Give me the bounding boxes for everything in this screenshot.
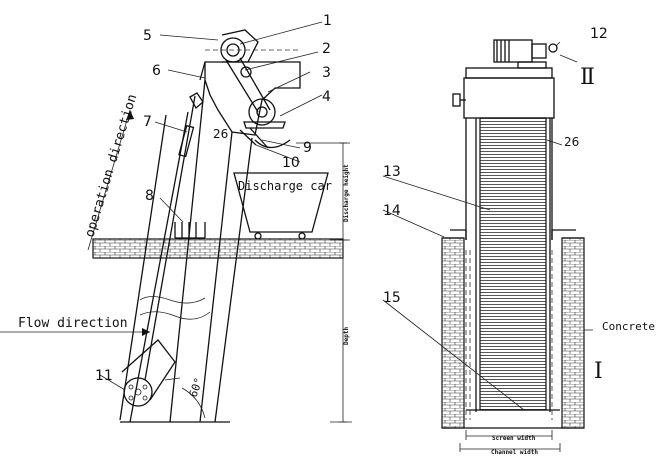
callout-4: 4 bbox=[322, 89, 331, 105]
concrete-label: Concrete bbox=[602, 320, 655, 333]
callout-11: 11 bbox=[95, 368, 113, 384]
drive-motor bbox=[493, 39, 533, 63]
callout-1: 1 bbox=[323, 13, 332, 29]
depth-label: Depth bbox=[343, 327, 350, 345]
head-frame bbox=[204, 61, 301, 136]
callout-26-right: 26 bbox=[564, 135, 579, 149]
front-view bbox=[382, 39, 593, 452]
callout-8: 8 bbox=[145, 188, 154, 204]
callout-7: 7 bbox=[143, 114, 152, 130]
callout-15: 15 bbox=[383, 290, 401, 306]
right-wall bbox=[561, 237, 585, 429]
section-mark-i: Ⅰ bbox=[594, 359, 603, 384]
head-sprocket bbox=[248, 98, 276, 126]
callout-6: 6 bbox=[152, 63, 161, 79]
callout-2: 2 bbox=[322, 41, 331, 57]
side-view bbox=[0, 21, 352, 423]
callout-3: 3 bbox=[322, 65, 331, 81]
callout-26-left: 26 bbox=[213, 127, 228, 141]
callout-9: 9 bbox=[303, 140, 312, 156]
callout-14: 14 bbox=[383, 203, 401, 219]
discharge-height-label: Discharge height bbox=[343, 164, 350, 222]
bottom-sprocket bbox=[123, 377, 153, 407]
callout-12: 12 bbox=[590, 26, 608, 42]
callout-13: 13 bbox=[383, 164, 401, 180]
top-frame bbox=[465, 67, 553, 79]
angle-label: 60° bbox=[187, 376, 206, 399]
section-mark-ii: Ⅱ bbox=[580, 65, 595, 90]
callout-5: 5 bbox=[143, 28, 152, 44]
discharge-car bbox=[233, 172, 329, 233]
screen-frame bbox=[169, 79, 253, 423]
flow-direction-label: Flow direction bbox=[18, 316, 128, 331]
screen-width-label: Screen width bbox=[492, 435, 536, 442]
operation-direction-label: operation direction bbox=[82, 93, 140, 240]
channel-width-label: Channel width bbox=[491, 449, 538, 456]
callout-10: 10 bbox=[282, 155, 300, 171]
screen-panel bbox=[479, 117, 547, 411]
discharge-car-label: Discharge car bbox=[238, 179, 332, 193]
left-wall bbox=[441, 237, 465, 429]
